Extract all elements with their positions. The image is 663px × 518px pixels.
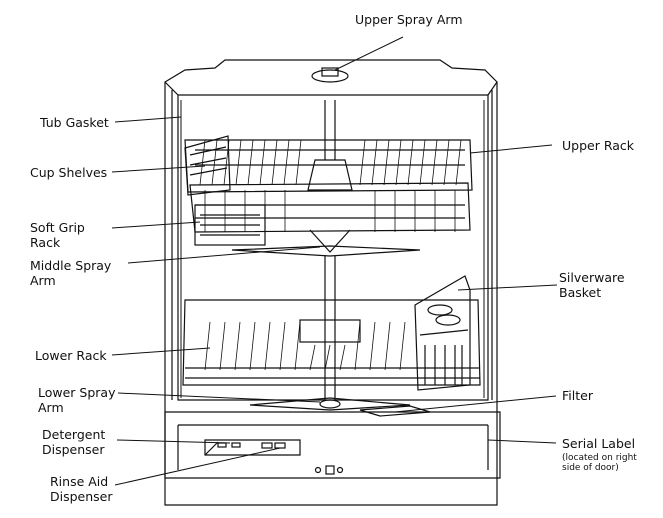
soft-grip-rack xyxy=(194,204,266,246)
label-soft-grip-rack-line1: Soft Grip xyxy=(30,220,85,235)
silverware-basket xyxy=(414,275,471,391)
label-filter: Filter xyxy=(562,388,593,403)
rinse-aid-dispenser xyxy=(261,442,286,449)
label-serial-label-note-line1: (located on right xyxy=(562,453,637,463)
label-middle-spray-arm-line1: Middle Spray xyxy=(30,258,112,273)
leader-lines xyxy=(111,36,558,486)
label-tub-gasket: Tub Gasket xyxy=(40,115,109,130)
label-serial-label: Serial Label xyxy=(562,436,636,451)
label-lower-spray-arm: Lower Spray Arm xyxy=(38,385,115,415)
upper-spray-arm xyxy=(311,67,349,160)
label-upper-spray-arm: Upper Spray Arm xyxy=(355,12,463,27)
label-rinse-aid-dispenser-line1: Rinse Aid xyxy=(50,474,109,489)
middle-spray-arm xyxy=(231,159,421,400)
label-lower-spray-arm-line1: Lower Spray xyxy=(38,385,116,400)
label-soft-grip-rack-line2: Rack xyxy=(30,235,61,250)
label-middle-spray-arm-line2: Arm xyxy=(30,273,56,288)
dishwasher-tub xyxy=(164,59,498,506)
label-soft-grip-rack: Soft Grip Rack xyxy=(30,220,85,250)
label-middle-spray-arm: Middle Spray Arm xyxy=(30,258,111,288)
label-lower-spray-arm-line2: Arm xyxy=(38,400,64,415)
label-silverware-basket-line1: Silverware xyxy=(559,270,625,285)
label-cup-shelves: Cup Shelves xyxy=(30,165,108,180)
dishwasher-door xyxy=(164,411,501,479)
upper-rack xyxy=(184,139,473,233)
tub-gasket xyxy=(180,100,485,398)
label-rinse-aid-dispenser: Rinse Aid Dispenser xyxy=(50,474,113,504)
label-detergent-dispenser-line1: Detergent xyxy=(42,427,106,442)
cup-shelves xyxy=(184,135,231,196)
label-serial-label-note-line2: side of door) xyxy=(562,463,619,473)
label-detergent-dispenser: Detergent Dispenser xyxy=(42,427,105,457)
label-silverware-basket-line2: Basket xyxy=(559,285,602,300)
lower-rack-tines xyxy=(204,321,406,371)
label-rinse-aid-dispenser-line2: Dispenser xyxy=(50,489,113,504)
label-serial-label-note: (located on right side of door) xyxy=(562,453,637,473)
lower-spray-arm xyxy=(249,397,411,411)
label-detergent-dispenser-line2: Dispenser xyxy=(42,442,105,457)
label-upper-rack: Upper Rack xyxy=(562,138,635,153)
label-silverware-basket: Silverware Basket xyxy=(559,270,625,300)
lower-rack xyxy=(182,299,481,386)
label-lower-rack: Lower Rack xyxy=(35,348,107,363)
